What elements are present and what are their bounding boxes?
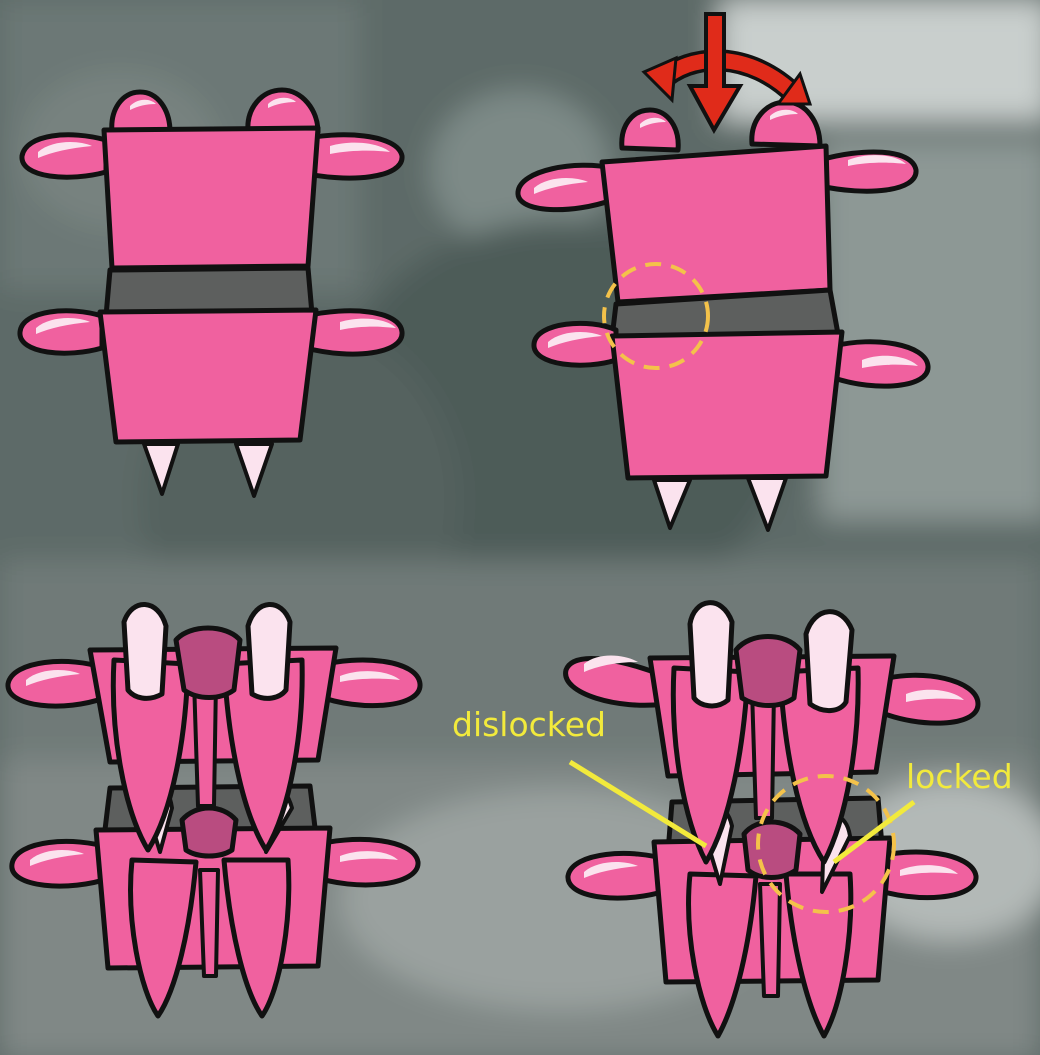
spinal-canal	[176, 628, 240, 698]
spinal-canal	[744, 822, 800, 878]
spinal-canal	[182, 808, 236, 856]
dislocked-label: dislocked	[452, 708, 606, 741]
spinal-canal	[736, 637, 800, 706]
locked-label: locked	[906, 760, 1013, 793]
